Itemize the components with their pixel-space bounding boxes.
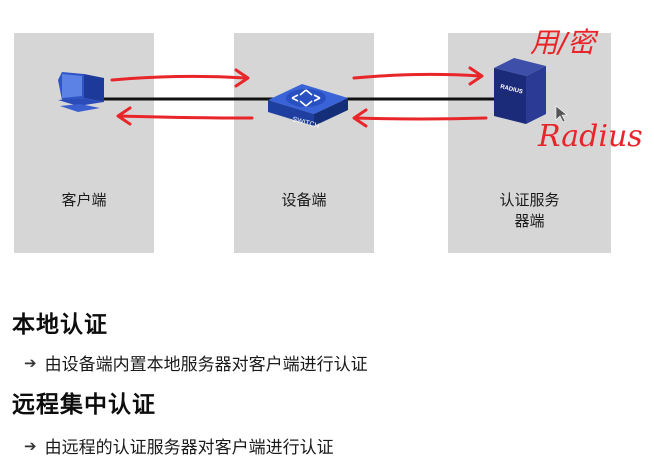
bullet-remote-auth-text: 由远程的认证服务器对客户端进行认证 xyxy=(44,438,334,458)
server-label-line2: 器端 xyxy=(514,212,545,230)
cursor-icon xyxy=(555,105,568,123)
bullet-arrow-icon: ➔ xyxy=(24,436,37,455)
heading-remote-auth: 远程集中认证 xyxy=(12,392,156,418)
server-label-line1: 认证服务 xyxy=(499,191,560,209)
arrow-client-to-switch xyxy=(110,74,248,82)
arrowhead-switch-to-client xyxy=(116,106,132,126)
switch-panel: 设备端 xyxy=(234,33,374,253)
switch-icon: SWITCH xyxy=(268,84,348,130)
server-label: 认证服务 器端 xyxy=(448,190,611,232)
bullet-arrow-icon: ➔ xyxy=(24,353,37,372)
bullet-remote-auth: ➔ 由远程的认证服务器对客户端进行认证 xyxy=(24,433,334,459)
arrow-switch-to-client xyxy=(118,114,254,120)
annotation-user-password: 用/密 xyxy=(530,26,599,59)
server-device-label: RADIUS xyxy=(500,84,524,95)
client-label: 客户端 xyxy=(61,191,107,209)
network-diagram: SWITCH RADIUS 用/密 Radius xyxy=(58,26,643,154)
computer-icon xyxy=(58,72,104,112)
client-panel: 客户端 xyxy=(14,33,154,253)
heading-local-auth: 本地认证 xyxy=(12,312,108,338)
server-icon: RADIUS xyxy=(494,58,546,124)
arrowhead-server-to-switch xyxy=(352,108,368,128)
arrowhead-client-to-switch xyxy=(234,68,250,88)
annotation-radius: Radius xyxy=(537,119,643,154)
server-panel: 认证服务 器端 xyxy=(448,33,611,253)
bullet-local-auth-text: 由设备端内置本地服务器对客户端进行认证 xyxy=(44,355,368,375)
switch-label: 设备端 xyxy=(281,191,327,209)
bullet-local-auth: ➔ 由设备端内置本地服务器对客户端进行认证 xyxy=(24,350,368,376)
arrow-server-to-switch xyxy=(354,116,488,121)
arrow-switch-to-server xyxy=(352,72,482,80)
arrowhead-switch-to-server xyxy=(468,66,484,86)
